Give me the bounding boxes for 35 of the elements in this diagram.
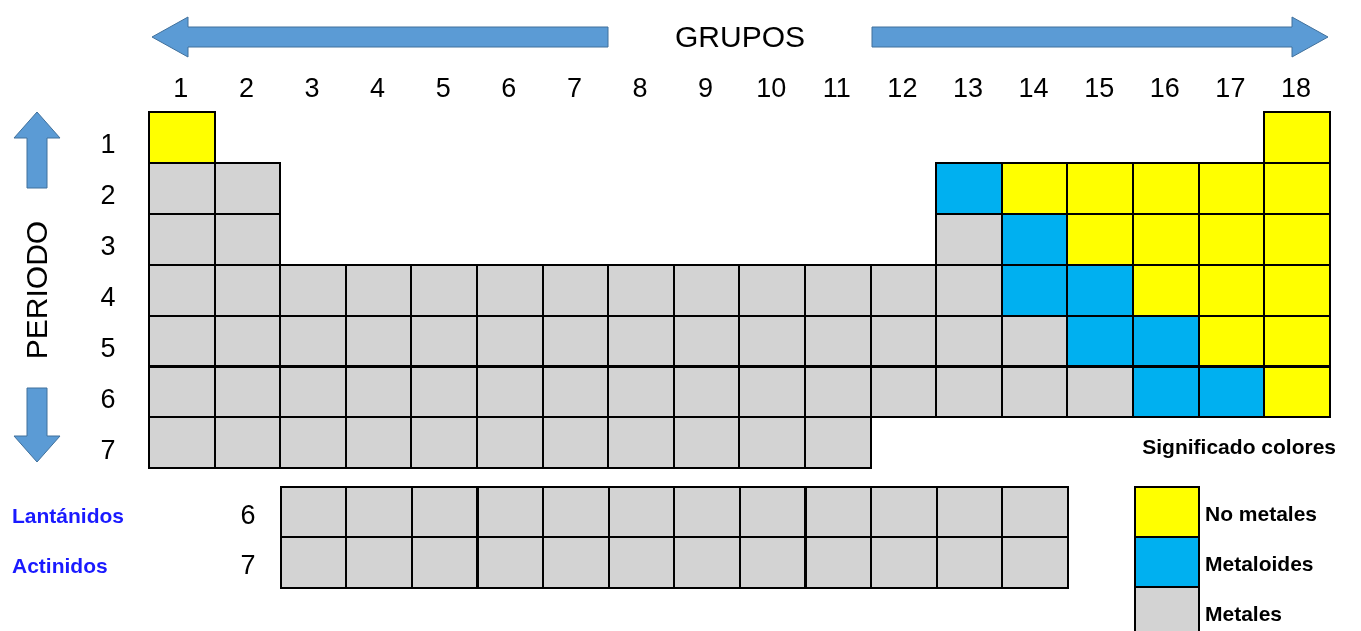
legend-label: Metales [1205, 602, 1283, 624]
axis-number: 18 [1281, 74, 1311, 102]
axis-number: 7 [240, 551, 256, 579]
axis-number: 3 [304, 74, 320, 102]
axis-number: 6 [501, 74, 517, 102]
axis-number: 5 [100, 334, 116, 362]
axis-number: 15 [1084, 74, 1115, 102]
axis-number: 9 [698, 74, 714, 102]
axis-number: 11 [822, 74, 851, 102]
axis-number: 8 [632, 74, 648, 102]
axis-number: 2 [238, 74, 254, 102]
axis-number: 5 [435, 74, 451, 102]
axis-number: 7 [566, 74, 582, 102]
axis-title: PERIODO [22, 220, 52, 360]
row-label: Lantánidos [12, 504, 124, 526]
axis-number: 14 [1018, 74, 1049, 102]
axis-number: 13 [953, 74, 983, 102]
row-label: Actinidos [12, 554, 108, 576]
legend-label: No metales [1205, 502, 1318, 524]
axis-number: 16 [1149, 74, 1180, 102]
axis-number: 12 [887, 74, 918, 102]
axis-number: 17 [1215, 74, 1246, 102]
legend-label: Metaloides [1205, 552, 1314, 574]
axis-title: GRUPOS [675, 22, 805, 52]
axis-number: 10 [756, 74, 787, 102]
legend-title: Significado colores [1142, 435, 1336, 457]
axis-number: 2 [100, 181, 116, 209]
axis-number: 7 [100, 436, 116, 464]
axis-number: 1 [173, 74, 189, 102]
axis-number: 4 [100, 283, 116, 311]
axis-number: 1 [100, 130, 116, 158]
axis-number: 6 [240, 501, 256, 529]
axis-number: 6 [100, 385, 116, 413]
axis-number: 4 [370, 74, 386, 102]
axis-number: 3 [100, 232, 116, 260]
